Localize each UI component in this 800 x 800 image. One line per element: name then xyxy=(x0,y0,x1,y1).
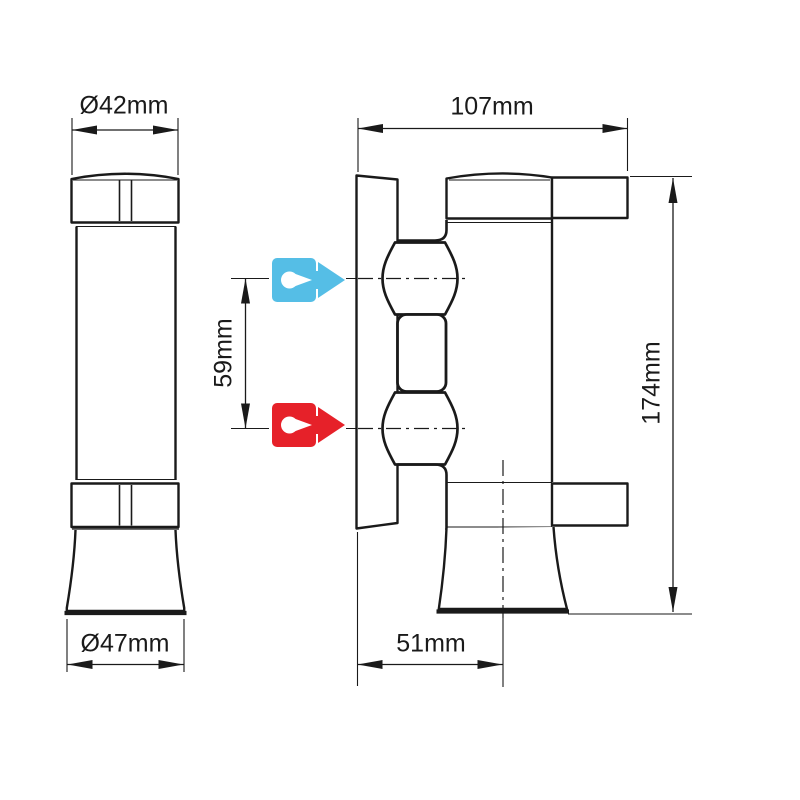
hot-water-inlet-arrow-icon xyxy=(272,403,345,447)
bottom-collar xyxy=(70,482,180,529)
dim-label-inlet-spacing: 59mm xyxy=(209,318,238,388)
cold-water-inlet-arrow-icon xyxy=(272,258,345,302)
dim-174-extension-lines xyxy=(568,175,692,615)
handle-cylinder-end xyxy=(550,176,629,220)
lower-step xyxy=(397,463,448,530)
front-view xyxy=(64,172,187,616)
dim-label-overall-height: 174mm xyxy=(637,341,666,425)
outlet-cylinder xyxy=(550,482,629,527)
wall-plate xyxy=(355,174,399,530)
side-view xyxy=(355,172,629,687)
dim-label-top-cap-diameter: Ø42mm xyxy=(79,91,169,120)
dim-47-extension-lines xyxy=(66,619,185,672)
dim-label-outlet-offset: 51mm xyxy=(396,629,466,658)
upper-step xyxy=(397,220,448,242)
inlet-block xyxy=(396,313,448,393)
dim-107-extension-lines xyxy=(357,118,629,172)
top-cap xyxy=(70,172,180,224)
dimension-arrowheads xyxy=(67,124,678,669)
icon-leader-lines xyxy=(346,277,357,430)
base-trumpet xyxy=(65,529,186,613)
dim-label-base-diameter: Ø47mm xyxy=(80,629,170,658)
dim-42-extension-lines xyxy=(71,118,179,175)
dim-59-extension-lines xyxy=(231,277,269,430)
dim-label-overall-depth: 107mm xyxy=(450,92,534,121)
